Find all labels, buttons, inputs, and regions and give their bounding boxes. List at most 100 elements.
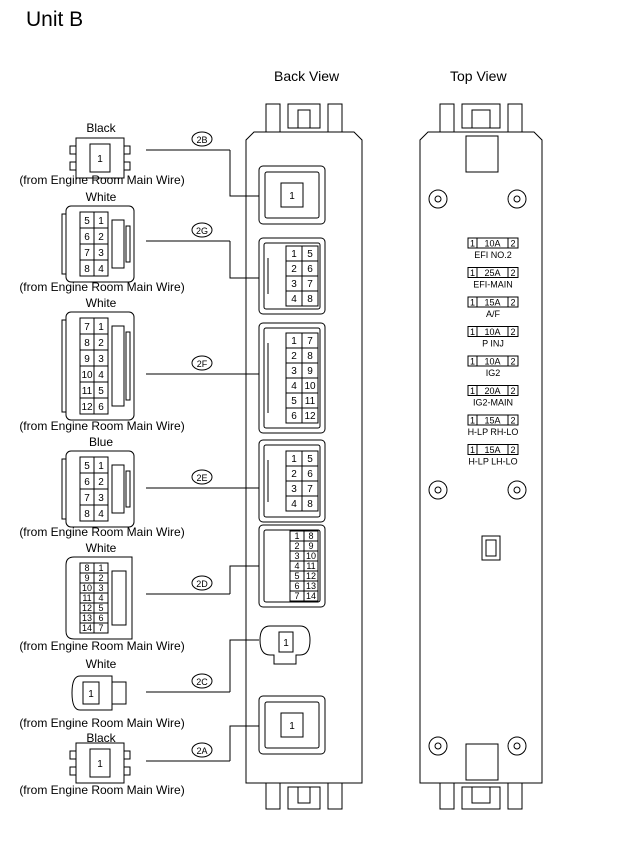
fuse-pin: 1 bbox=[470, 416, 475, 426]
pin-number: 5 bbox=[307, 454, 313, 465]
socket-2g-inner bbox=[263, 242, 321, 310]
fuse-name: EFI NO.2 bbox=[474, 250, 512, 260]
fuse-box bbox=[467, 326, 519, 337]
pin-number: 12 bbox=[304, 411, 316, 422]
mount-hole-inner bbox=[434, 486, 442, 494]
top-housing-tab bbox=[439, 782, 455, 810]
pin-number: 4 bbox=[98, 370, 104, 381]
pin-number: 3 bbox=[98, 248, 104, 259]
pin-number: 2 bbox=[294, 541, 299, 551]
pin-number: 7 bbox=[294, 591, 299, 601]
connector-2e-lug bbox=[61, 458, 67, 520]
pin-cell bbox=[93, 397, 109, 415]
socket-2b-inner bbox=[264, 171, 320, 219]
mount-hole-inner bbox=[513, 195, 521, 203]
pin-number: 8 bbox=[307, 294, 313, 305]
connector-color-label: White bbox=[86, 541, 117, 555]
fuse-rating: 15A bbox=[484, 445, 500, 455]
pin-number: 6 bbox=[294, 581, 299, 591]
socket-2f-inner bbox=[263, 327, 321, 429]
back-view-label: Back View bbox=[274, 68, 340, 84]
mount-hole-inner bbox=[434, 742, 442, 750]
pin-number: 5 bbox=[98, 386, 104, 397]
top-housing-tab bbox=[507, 782, 523, 810]
fuse-pin: 1 bbox=[470, 327, 475, 337]
connector-id-badge bbox=[191, 131, 213, 147]
fuse-pin: 2 bbox=[510, 268, 515, 278]
fuse-pin: 1 bbox=[470, 357, 475, 367]
fuse-pin: 1 bbox=[470, 298, 475, 308]
connector-color-label: Blue bbox=[89, 435, 113, 449]
socket-2b bbox=[258, 165, 326, 225]
pin-number: 9 bbox=[307, 366, 313, 377]
pin-number: 5 bbox=[294, 571, 299, 581]
pin-number: 7 bbox=[307, 484, 313, 495]
pin-number: 5 bbox=[84, 461, 90, 472]
pin-number: 1 bbox=[294, 531, 299, 541]
connector-2b-lug bbox=[123, 161, 131, 171]
pin-number: 11 bbox=[82, 386, 93, 397]
leader-line bbox=[229, 150, 259, 197]
pin-number: 2 bbox=[291, 264, 297, 275]
connector-color-label: White bbox=[86, 190, 117, 204]
pin-number: 1 bbox=[88, 689, 94, 700]
connector-2g-lug bbox=[61, 213, 67, 275]
fuse-box bbox=[467, 355, 519, 367]
pin-number: 9 bbox=[308, 541, 313, 551]
connector-2a-lug bbox=[69, 750, 77, 760]
pin-number: 3 bbox=[98, 354, 104, 365]
pin-number: 10 bbox=[306, 551, 316, 561]
back-housing-tab bbox=[287, 786, 321, 810]
pin-number: 1 bbox=[98, 216, 104, 227]
connector-2e-lock bbox=[125, 470, 131, 508]
connector-id: 2B bbox=[196, 135, 207, 145]
fuse-rating: 15A bbox=[484, 416, 500, 426]
fuse-box bbox=[467, 237, 519, 249]
pin-number: 12 bbox=[306, 571, 316, 581]
connector-id: 2E bbox=[196, 473, 207, 483]
socket-2b-pin bbox=[280, 182, 304, 208]
pin-number: 4 bbox=[98, 509, 104, 520]
fuse-name: EFI-MAIN bbox=[473, 280, 513, 290]
fuse-name: IG2 bbox=[486, 368, 501, 378]
connector-id-badge bbox=[191, 673, 213, 689]
connector-source-label: (from Engine Room Main Wire) bbox=[19, 173, 184, 187]
fuse-name: H-LP LH-LO bbox=[468, 457, 517, 467]
fuse-pin: 1 bbox=[470, 239, 475, 249]
fuse-pin: 2 bbox=[510, 357, 515, 367]
back-housing-tab bbox=[327, 103, 343, 133]
back-housing-tab bbox=[327, 782, 343, 810]
connector-id-badge bbox=[191, 469, 213, 485]
pin-number: 1 bbox=[98, 461, 104, 472]
pin-cell bbox=[93, 259, 109, 277]
pin-number: 12 bbox=[82, 603, 92, 613]
fuse-pin: 1 bbox=[470, 268, 475, 278]
connector-id: 2D bbox=[196, 579, 208, 589]
fuse-name: H-LP RH-LO bbox=[468, 427, 519, 437]
mount-hole-inner bbox=[434, 195, 442, 203]
pin-number: 7 bbox=[84, 248, 90, 259]
fuse-box bbox=[467, 414, 519, 426]
pin-number: 1 bbox=[97, 759, 103, 770]
pin-number: 8 bbox=[308, 531, 313, 541]
fuse-box bbox=[467, 385, 519, 396]
pin-number: 2 bbox=[98, 338, 104, 349]
pin-number: 14 bbox=[82, 623, 92, 633]
pin-number: 4 bbox=[291, 499, 297, 510]
connector-2f-lug bbox=[61, 319, 67, 413]
pin-number: 1 bbox=[291, 249, 297, 260]
mount-hole bbox=[507, 189, 527, 209]
pin-number: 1 bbox=[289, 721, 295, 732]
socket-2d-inner bbox=[263, 529, 321, 603]
pin-number: 6 bbox=[307, 264, 313, 275]
pin-number: 13 bbox=[306, 581, 316, 591]
connector-2a-lug bbox=[123, 750, 131, 760]
fuse-pin: 2 bbox=[510, 386, 515, 396]
pin-number: 3 bbox=[98, 493, 104, 504]
connector-2b-lug bbox=[69, 145, 77, 155]
pin-number: 7 bbox=[84, 493, 90, 504]
pin-number: 1 bbox=[98, 322, 104, 333]
pin-number: 4 bbox=[98, 264, 104, 275]
pin-number: 9 bbox=[84, 354, 90, 365]
